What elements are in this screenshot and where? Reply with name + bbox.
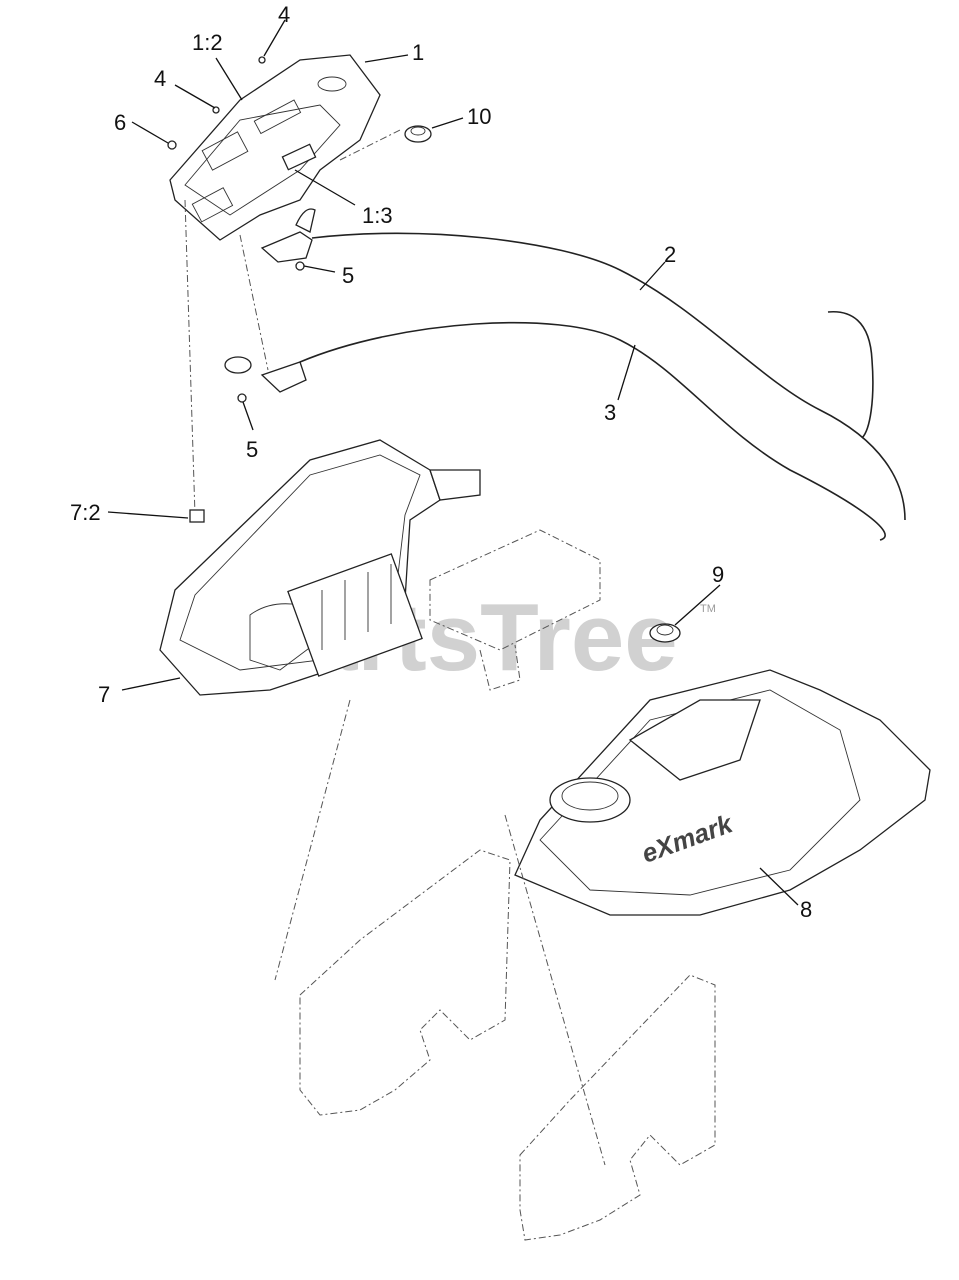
callouts: 1 1:2 1:3 2 3 4 4 5 5 6 7 7:2 8 9 10	[70, 2, 812, 922]
screw-parts	[167, 56, 266, 150]
tank-cover-part-8: eXmark	[514, 669, 931, 916]
callout-7-2: 7:2	[70, 500, 101, 525]
callout-10: 10	[467, 104, 491, 129]
callout-3: 3	[604, 400, 616, 425]
control-panel-plate	[169, 54, 381, 241]
callout-1-3: 1:3	[362, 203, 393, 228]
leader-lines	[107, 19, 799, 906]
grommet-part-9	[649, 623, 681, 643]
lever-assembly-upper	[260, 208, 316, 271]
callout-7: 7	[98, 682, 110, 707]
callout-5-lower: 5	[246, 437, 258, 462]
watermark-trademark: TM	[700, 603, 716, 615]
console-tub-part-7	[159, 439, 481, 696]
cables	[299, 232, 906, 541]
callout-2: 2	[664, 242, 676, 267]
callout-4-top: 4	[278, 2, 290, 27]
bracket-phantom	[429, 529, 601, 691]
callout-8: 8	[800, 897, 812, 922]
lever-assembly-lower	[224, 356, 307, 403]
heat-shield-right-phantom	[504, 814, 716, 1241]
callout-1: 1	[412, 40, 424, 65]
heat-shield-left-phantom	[274, 699, 511, 1116]
callout-5-upper: 5	[342, 263, 354, 288]
callout-9: 9	[712, 562, 724, 587]
alignment-lines	[184, 129, 401, 516]
callout-4-left: 4	[154, 66, 166, 91]
callout-6: 6	[114, 110, 126, 135]
callout-1-2: 1:2	[192, 30, 223, 55]
grommet-part-10	[404, 125, 432, 143]
